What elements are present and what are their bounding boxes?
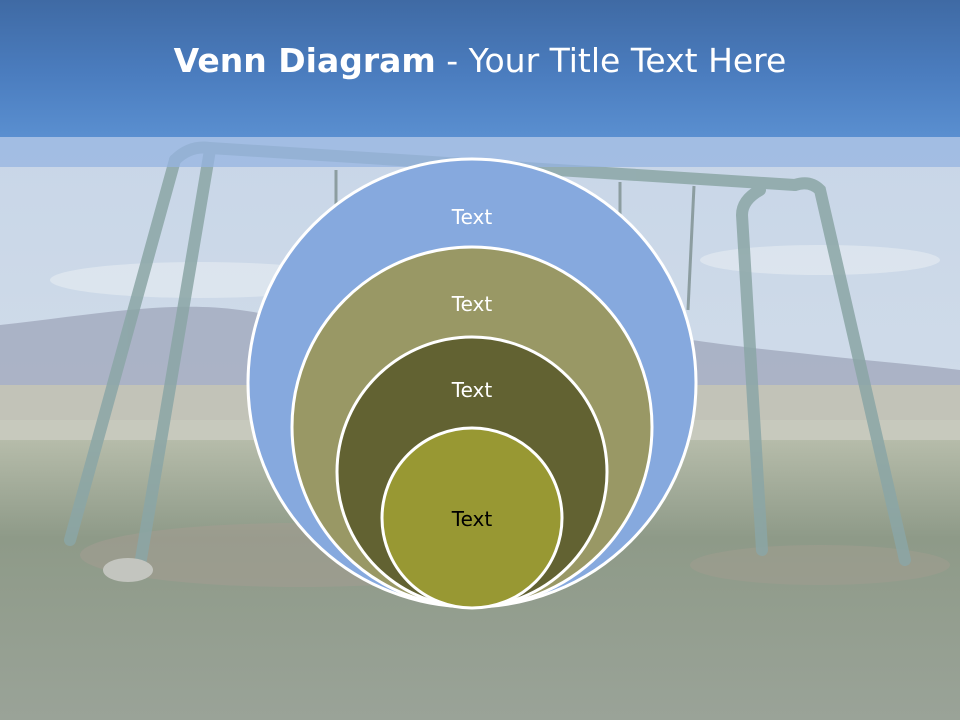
slide-title[interactable]: Venn Diagram - Your Title Text Here — [0, 41, 960, 80]
venn-ring-3-label[interactable]: Text — [451, 378, 493, 402]
slide-title-rest: - Your Title Text Here — [435, 41, 787, 80]
venn-ring-1-label[interactable]: Text — [451, 205, 493, 229]
venn-ring-2-label[interactable]: Text — [451, 292, 493, 316]
header-bar — [0, 0, 960, 137]
slide-title-bold: Venn Diagram — [173, 41, 436, 80]
venn-ring-4[interactable] — [380, 426, 564, 610]
venn-ring-4-label[interactable]: Text — [451, 507, 493, 531]
